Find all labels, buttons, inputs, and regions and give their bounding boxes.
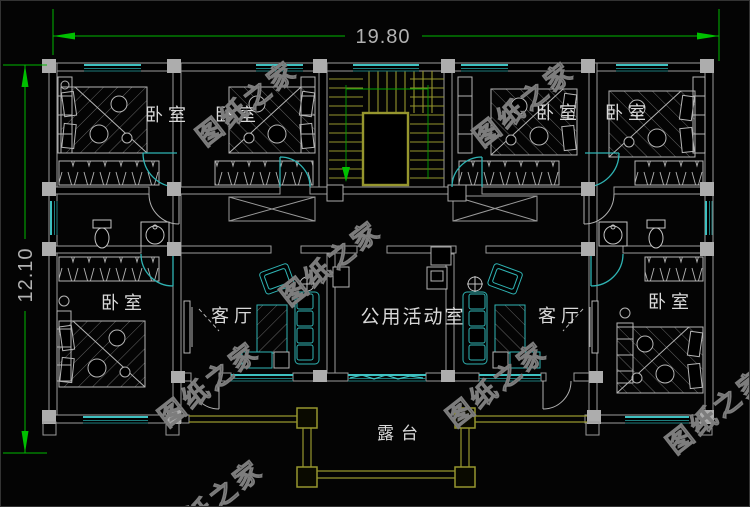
bedside-dressers [56,76,706,384]
toilet-left [92,219,112,249]
door-bedroom-br [590,253,624,287]
windows [50,64,713,424]
sink-right [598,221,628,247]
label-bedroom-bottom-left: 卧室 [101,293,147,313]
terrace-rails [189,415,587,479]
door-bath-right [583,193,615,225]
label-bedroom-bottom-right: 卧室 [648,292,694,312]
label-living-right: 客厅 [538,306,584,326]
toilet-right [646,219,666,249]
bed-bottom-left [58,320,146,388]
bed-top-left [60,86,148,154]
room-labels: 卧室 卧室 卧室 卧室 卧室 卧室 客厅 客厅 公用活动室 露台 [101,103,694,443]
dim-arrow-left [53,32,75,40]
label-bedroom-top-mid-left: 卧室 [215,105,261,125]
stair-treads-right [410,78,444,179]
stair-direction-arrow [342,167,350,182]
stair-treads-top [368,71,433,113]
door-terrace-right [542,380,572,410]
stair-void [361,111,410,187]
dimension-height-label: 12.10 [15,247,37,302]
corridor-x-boxes [228,195,538,222]
door-bath-left [148,193,180,225]
activity-room-cabinets [332,266,448,290]
staircase [329,71,444,187]
terrace-columns [296,407,476,488]
label-bedroom-top-left: 卧室 [145,105,191,125]
dim-arrow-down [21,431,29,453]
door-bedroom-bl [140,253,174,287]
label-bedroom-top-mid-right: 卧室 [536,103,582,123]
bed-top-right [608,90,696,158]
dimension-width-label: 19.80 [355,26,410,48]
doors [140,152,624,410]
sink-left [140,221,170,247]
door-bedroom-c [451,156,483,188]
dim-arrow-up [21,65,29,87]
label-living-left: 客厅 [211,306,257,326]
dimension-annotations: 19.80 12.10 [3,9,720,454]
label-activity-room: 公用活动室 [360,306,465,328]
terrace-railing [189,407,587,488]
door-terrace-left [190,380,220,410]
window-activity-zigzag [349,374,424,380]
label-bedroom-top-right: 卧室 [605,103,651,123]
watermark-4: 图纸之家 [152,335,265,433]
stair-guide-lines [345,85,429,179]
dim-arrow-right [697,32,719,40]
furniture [56,76,706,394]
corner-posts [42,421,713,436]
wardrobes [58,160,704,282]
flue-shafts [326,184,467,266]
label-terrace: 露台 [377,424,425,443]
structural-columns [42,59,714,424]
watermark-7: 图纸之家 [156,453,269,507]
door-bedroom-b [279,156,311,188]
